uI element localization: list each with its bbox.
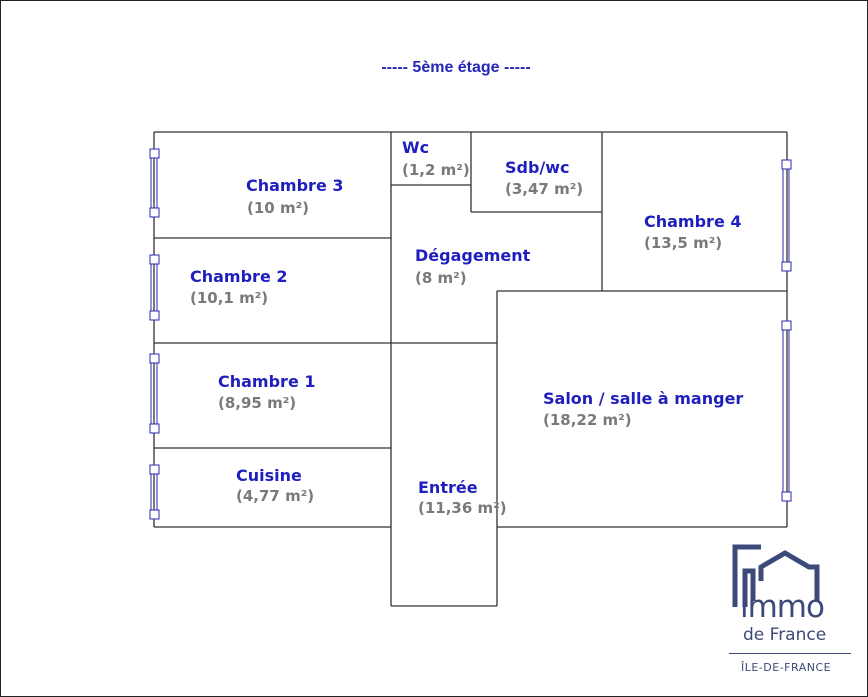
room-area-entree: (11,36 m²) [418,499,507,517]
room-name-chambre-4: Chambre 4 [644,212,742,231]
room-name-chambre-2: Chambre 2 [190,267,288,286]
logo-brand-sub: de France [743,625,827,645]
logo-brand: immo [740,589,825,625]
room-name-sdb-wc: Sdb/wc [505,158,570,177]
room-area-chambre-4: (13,5 m²) [644,234,723,252]
room-area-sdb-wc: (3,47 m²) [505,180,584,198]
room-area-salon: (18,22 m²) [543,411,632,429]
room-area-wc: (1,2 m²) [402,161,470,179]
room-name-wc: Wc [402,138,430,157]
window-handles [149,148,792,520]
room-name-cuisine: Cuisine [236,466,302,485]
house-logo-icon [732,544,820,607]
floor-label: ----- 5ème étage ----- [381,59,531,76]
room-name-entree: Entrée [418,478,478,497]
room-name-chambre-3: Chambre 3 [246,176,344,195]
logo-region: ÎLE-DE-FRANCE [741,661,832,674]
windows [150,154,790,515]
room-area-chambre-3: (10 m²) [247,199,310,217]
room-name-salon: Salon / salle à manger [543,389,744,408]
room-area-cuisine: (4,77 m²) [236,487,315,505]
logo-divider [729,653,851,654]
room-area-chambre-1: (8,95 m²) [218,394,297,412]
walls [153,131,788,607]
room-area-chambre-2: (10,1 m²) [190,289,269,307]
room-name-chambre-1: Chambre 1 [218,372,316,391]
room-area-degagement: (8 m²) [415,269,467,287]
room-name-degagement: Dégagement [415,246,531,265]
